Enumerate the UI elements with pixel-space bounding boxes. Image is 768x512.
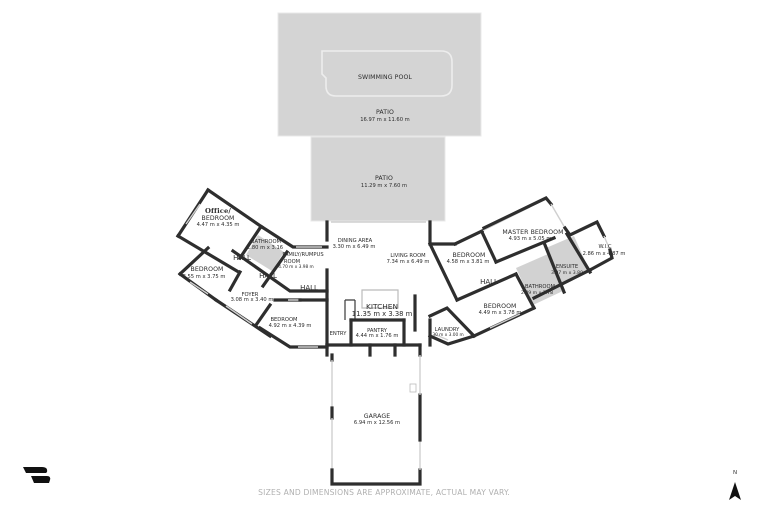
bedroom-southwest-label: BEDROOM [270, 317, 297, 323]
brand-logo-icon [23, 467, 51, 483]
bathroom-west-dims: 2.80 m x 3.16 [247, 245, 283, 251]
laundry-label: LAUNDRY [435, 327, 461, 333]
bedroom-east-label: BEDROOM [453, 252, 486, 259]
north-arrow: N [722, 470, 748, 506]
pantry-dims: 4.44 m x 1.76 m [356, 333, 399, 339]
kitchen-label: KITCHEN [366, 302, 398, 311]
hall-label-1: HALL [233, 254, 251, 262]
garage: GARAGE 6.94 m x 12.56 m [330, 353, 422, 486]
bedroom-southeast-label: BEDROOM [484, 303, 517, 310]
bedroom-southeast-dims: 4.49 m x 3.78 m [479, 310, 522, 316]
office-bedroom-dims: 4.47 m x 4.35 m [197, 222, 240, 228]
bathroom-west-label: BATHROOM [251, 239, 281, 245]
patio-pool-area: SWIMMING POOL PATIO 16.97 m x 11.60 m [277, 12, 482, 137]
north-arrow-icon [729, 482, 741, 500]
patio-lower-dims: 11.29 m x 7.60 m [361, 183, 407, 189]
central-labels: DINING AREA 3.30 m x 6.49 m LIVING ROOM … [330, 238, 430, 339]
dining-dims: 3.30 m x 6.49 m [333, 244, 376, 250]
east-wing: BEDROOM 4.58 m x 3.81 m MASTER BEDROOM 4… [427, 196, 626, 347]
foyer-dims: 3.08 m x 3.40 m [231, 297, 274, 303]
bedroom-west-dims: 3.55 m x 3.75 m [183, 274, 226, 280]
wic-label: W.I.C [599, 244, 612, 250]
patio-label: PATIO [376, 109, 394, 116]
bedroom-west-label: BEDROOM [191, 266, 224, 273]
family-rumpus-label: FAMILY/RUMPUS [282, 252, 323, 258]
patio-dims: 16.97 m x 11.60 m [360, 117, 409, 123]
ensuite-label: ENSUITE [556, 264, 578, 270]
master-bedroom-label: MASTER BEDROOM [502, 229, 563, 236]
family-rumpus-dims: 4.70 m x 3.98 m [278, 264, 314, 270]
hall-label-3: HALL [300, 284, 318, 292]
office-label: Office/ [205, 207, 231, 215]
garage-dims: 6.94 m x 12.56 m [354, 420, 400, 426]
laundry-dims: 3.30 m x 3.00 m [428, 332, 464, 338]
family-rumpus-label-2: ROOM [284, 259, 300, 265]
entry-label: ENTRY [330, 331, 348, 337]
hall-label-4: HALL [480, 278, 498, 286]
bedroom-southwest-dims: 4.92 m x 4.39 m [269, 323, 312, 329]
living-dims: 7.34 m x 6.49 m [387, 259, 430, 265]
patio-lower-area: PATIO 11.29 m x 7.60 m [310, 136, 446, 222]
bedroom-east-dims: 4.58 m x 3.81 m [447, 259, 490, 265]
swimming-pool-label: SWIMMING POOL [358, 74, 412, 81]
office-bedroom-label: BEDROOM [202, 215, 235, 222]
master-bedroom-dims: 4.93 m x 5.05 m [509, 236, 552, 242]
living-label: LIVING ROOM [390, 253, 425, 259]
kitchen-dims: 11.35 m x 3.38 m [352, 310, 413, 318]
north-label: N [732, 470, 738, 476]
garage-label: GARAGE [364, 413, 391, 420]
bathroom-east-label: BATHROOM [525, 284, 555, 290]
wic-dims: 2.86 m x 4.87 m [583, 251, 626, 257]
foyer-label: FOYER [242, 292, 259, 298]
pantry-label: PANTRY [367, 328, 388, 334]
ensuite-dims: 3.07 m x 3.80 [551, 270, 583, 276]
dining-label: DINING AREA [338, 238, 373, 244]
hall-label-2: HALL [259, 272, 277, 280]
bathroom-east-dims: 2.89 m x 3.78 [521, 290, 553, 296]
patio-lower-label: PATIO [375, 175, 393, 182]
disclaimer-text: SIZES AND DIMENSIONS ARE APPROXIMATE, AC… [258, 488, 510, 497]
west-wing: Office/ BEDROOM 4.47 m x 4.35 m BATHROOM… [175, 187, 329, 349]
